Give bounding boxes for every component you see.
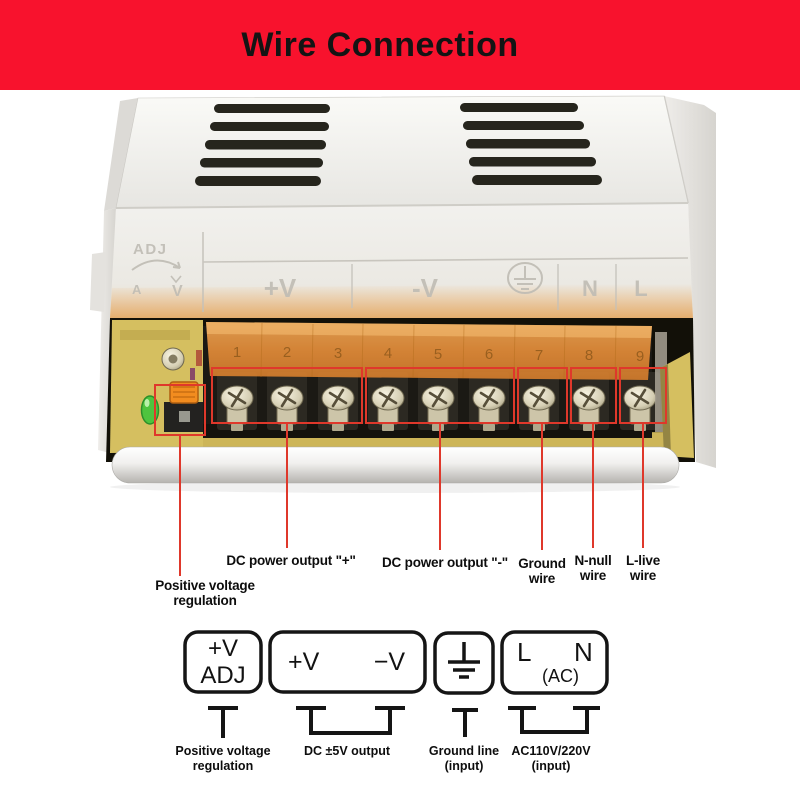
connector-ac [508,706,600,734]
terminal-number: 7 [535,347,543,364]
callout-label-line: wire [579,568,607,583]
legend-caption-dc: DC ±5V output [267,744,427,759]
callout-label-line: wire [528,571,556,586]
adj-v-arrows [170,275,182,284]
callout-label-ground: Ground wire [507,556,577,586]
case-bottom-bar [111,446,680,484]
callout-label-potentiometer: Positive voltage regulation [125,578,285,608]
case-front-fold [115,202,689,209]
legend-caption-adj: Positive voltage regulation [143,744,303,773]
legend-text-ac: L N (AC) [502,632,607,693]
legend-caption-line: AC110V/220V [511,744,591,758]
terminal-label-n: N [582,276,598,301]
legend-box-dc [268,630,427,694]
legend-caption-line: Positive voltage [175,744,271,758]
terminal-cover: 1 2 3 4 5 6 7 8 9 [206,322,652,380]
case-right-wall [664,96,716,468]
legend-adj-line1: +V [207,635,239,662]
terminal-number: 3 [334,345,342,362]
legend-caption-line: (input) [531,758,571,773]
psu-case: ADJ A V +V -V N [90,95,716,493]
terminal-label-vminus: -V [412,273,439,303]
pcb-area [110,320,204,453]
front-orange-reflection [110,284,693,318]
legend-diagram [183,630,609,738]
legend-dc-plus: +V [288,647,320,676]
case-top-face [115,95,689,209]
legend-ac-l: L [517,637,532,667]
connector-dc [296,706,405,735]
page-title: Wire Connection [241,25,519,64]
legend-text-adj: +V ADJ [185,632,261,692]
label-strip-line [202,257,689,263]
legend-text-dc: +V −V [270,632,425,692]
terminal-label-l: L [634,276,647,301]
connector-ground [452,708,478,737]
case-left-edge [104,98,138,211]
terminal-number: 1 [233,344,241,361]
resistor [190,368,195,380]
callout-label-line: N-null [574,553,612,568]
callout-label-line: Positive voltage [155,578,255,593]
callout-label-line: DC power output "-" [382,555,508,570]
legend-caption-line: Ground line [428,744,500,758]
case-left-tab [90,252,106,312]
ground-symbol-icon [448,642,480,679]
adj-v-mark: V [172,283,183,300]
legend-ac-sub: (AC) [542,666,579,686]
terminal-number: 5 [434,346,442,363]
adjust-potentiometer [164,381,204,432]
adj-arc [131,259,181,271]
legend-caption-line: (input) [444,758,484,773]
callout-label-line: wire [629,568,657,583]
legend-caption-line: regulation [192,758,254,773]
vent-slots [195,103,602,186]
terminal-number: 2 [283,344,291,361]
legend-ac-n: N [574,637,593,667]
callout-label-line: Ground [518,556,566,571]
legend-adj-line2: ADJ [200,662,246,689]
legend-box-ground [433,631,495,695]
legend-box-ac [500,630,609,695]
terminal-number: 6 [485,346,493,363]
callout-label-line: L-live [625,553,661,568]
callout-label-live: L-live wire [611,553,675,583]
legend-box-adj [183,630,263,694]
resistor [196,350,202,366]
callout-label-dc-plus: DC power output "+" [206,553,376,568]
ground-symbol-embossed-icon [507,262,543,294]
adj-embossed-label: ADJ [133,241,168,258]
front-panel-markings: ADJ A V +V -V N [131,232,689,312]
callout-label-null: N-null wire [561,553,625,583]
connector-adj [208,706,238,738]
legend-connectors [208,706,600,738]
legend-caption-line: DC ±5V output [303,744,391,758]
callout-label-dc-minus: DC power output "-" [360,555,530,570]
legend-dc-minus: −V [373,647,405,676]
terminal-label-vplus: +V [264,273,297,303]
header-banner: Wire Connection [0,0,800,90]
terminal-number: 4 [384,345,392,362]
legend-caption-ground: Ground line (input) [409,744,519,773]
adj-a-mark: A [132,282,142,297]
adj-arrowhead [172,261,181,269]
terminal-number: 8 [585,347,593,364]
callout-label-line: DC power output "+" [226,553,356,568]
terminal-number: 9 [636,348,644,365]
callout-annotations [154,367,667,576]
legend-caption-ac: AC110V/220V (input) [486,744,616,773]
callout-label-line: regulation [173,593,237,608]
terminal-numbers: 1 2 3 4 5 6 7 8 9 [233,344,644,365]
case-shadow [110,481,680,493]
